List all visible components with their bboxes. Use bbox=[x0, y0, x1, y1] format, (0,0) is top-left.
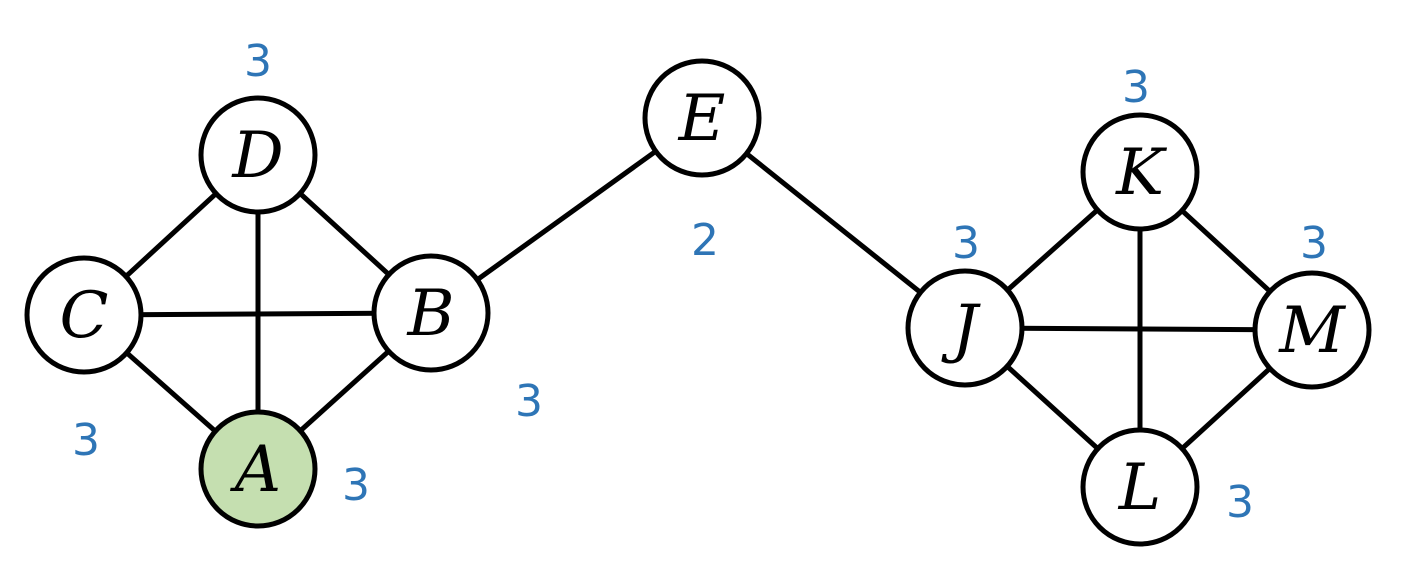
node-circle-c bbox=[24, 255, 144, 375]
node-circle-a bbox=[198, 409, 318, 529]
node-label-m: M bbox=[1278, 294, 1346, 368]
nodes: A B C D E J K L M bbox=[24, 58, 1372, 547]
count-label-d: 3 bbox=[244, 36, 272, 87]
node-label-d: D bbox=[231, 119, 283, 193]
node-label-e: E bbox=[678, 82, 726, 156]
node-l: L bbox=[1080, 427, 1200, 547]
count-label-e: 2 bbox=[691, 215, 719, 266]
node-circle-j bbox=[905, 268, 1025, 388]
count-label-a: 3 bbox=[342, 460, 370, 511]
node-d: D bbox=[198, 95, 318, 215]
count-label-k: 3 bbox=[1122, 62, 1150, 113]
node-label-a: A bbox=[230, 433, 281, 507]
count-label-c: 3 bbox=[72, 415, 100, 466]
node-label-b: B bbox=[406, 277, 454, 351]
node-circle-k bbox=[1080, 112, 1200, 232]
node-label-c: C bbox=[60, 279, 109, 353]
count-label-b: 3 bbox=[515, 376, 543, 427]
node-e: E bbox=[642, 58, 762, 178]
node-label-k: K bbox=[1115, 136, 1167, 210]
node-circle-m bbox=[1252, 270, 1372, 390]
count-label-l: 3 bbox=[1226, 477, 1254, 528]
node-c: C bbox=[24, 255, 144, 375]
node-k: K bbox=[1080, 112, 1200, 232]
node-circle-l bbox=[1080, 427, 1200, 547]
node-a: A bbox=[198, 409, 318, 529]
count-label-m: 3 bbox=[1300, 218, 1328, 269]
node-j: J bbox=[905, 268, 1025, 388]
node-m: M bbox=[1252, 270, 1372, 390]
node-b: B bbox=[371, 253, 491, 373]
node-circle-b bbox=[371, 253, 491, 373]
node-circle-e bbox=[642, 58, 762, 178]
node-label-l: L bbox=[1118, 451, 1162, 525]
degree-labels: 3 3 3 3 2 3 3 3 3 bbox=[72, 36, 1328, 528]
node-circle-d bbox=[198, 95, 318, 215]
count-label-j: 3 bbox=[952, 218, 980, 269]
